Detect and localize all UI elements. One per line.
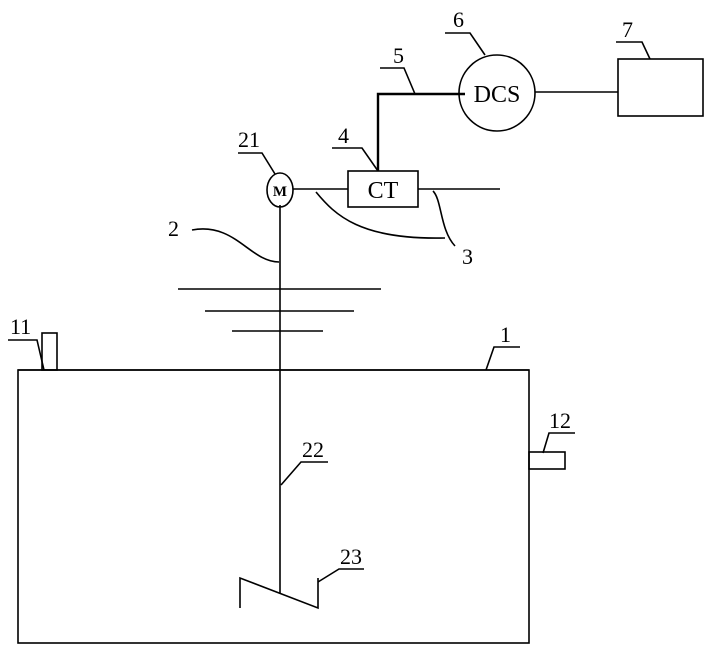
leader-23	[317, 568, 364, 583]
dcs-circle	[458, 54, 536, 132]
leader-7	[616, 41, 651, 60]
dcs-label: DCS	[474, 82, 521, 108]
ref-6: 6	[453, 7, 464, 32]
ref-23: 23	[340, 544, 362, 569]
leader-21	[238, 152, 276, 175]
ref-5: 5	[393, 43, 404, 68]
box-7	[617, 58, 704, 117]
ref-7: 7	[622, 17, 633, 42]
ct-box-label: CT	[368, 178, 399, 204]
leader-5	[380, 67, 416, 95]
leader-12	[542, 432, 575, 454]
ref-4: 4	[338, 123, 349, 148]
motor-symbol-text: M	[273, 184, 287, 200]
leader-1	[485, 346, 520, 371]
leader-4	[332, 147, 379, 172]
ct-to-dcs-wire	[376, 92, 465, 171]
stirrer-blade	[239, 576, 319, 610]
leader-3b	[432, 190, 456, 247]
ref-1: 1	[500, 322, 511, 347]
ref-21: 21	[238, 127, 260, 152]
leader-11	[8, 339, 45, 371]
leader-22	[280, 461, 328, 486]
leader-6	[445, 32, 486, 56]
ref-3: 3	[462, 244, 473, 269]
ref-12: 12	[549, 408, 571, 433]
tank-body	[17, 369, 530, 644]
leader-3a	[315, 191, 446, 239]
outlet-pipe	[528, 451, 566, 470]
inlet-pipe	[41, 332, 58, 371]
ref-11: 11	[10, 314, 31, 339]
ref-2: 2	[168, 216, 179, 241]
leader-2	[191, 228, 280, 263]
motor-symbol	[266, 172, 294, 208]
ref-22: 22	[302, 437, 324, 462]
ct-box	[347, 170, 419, 208]
